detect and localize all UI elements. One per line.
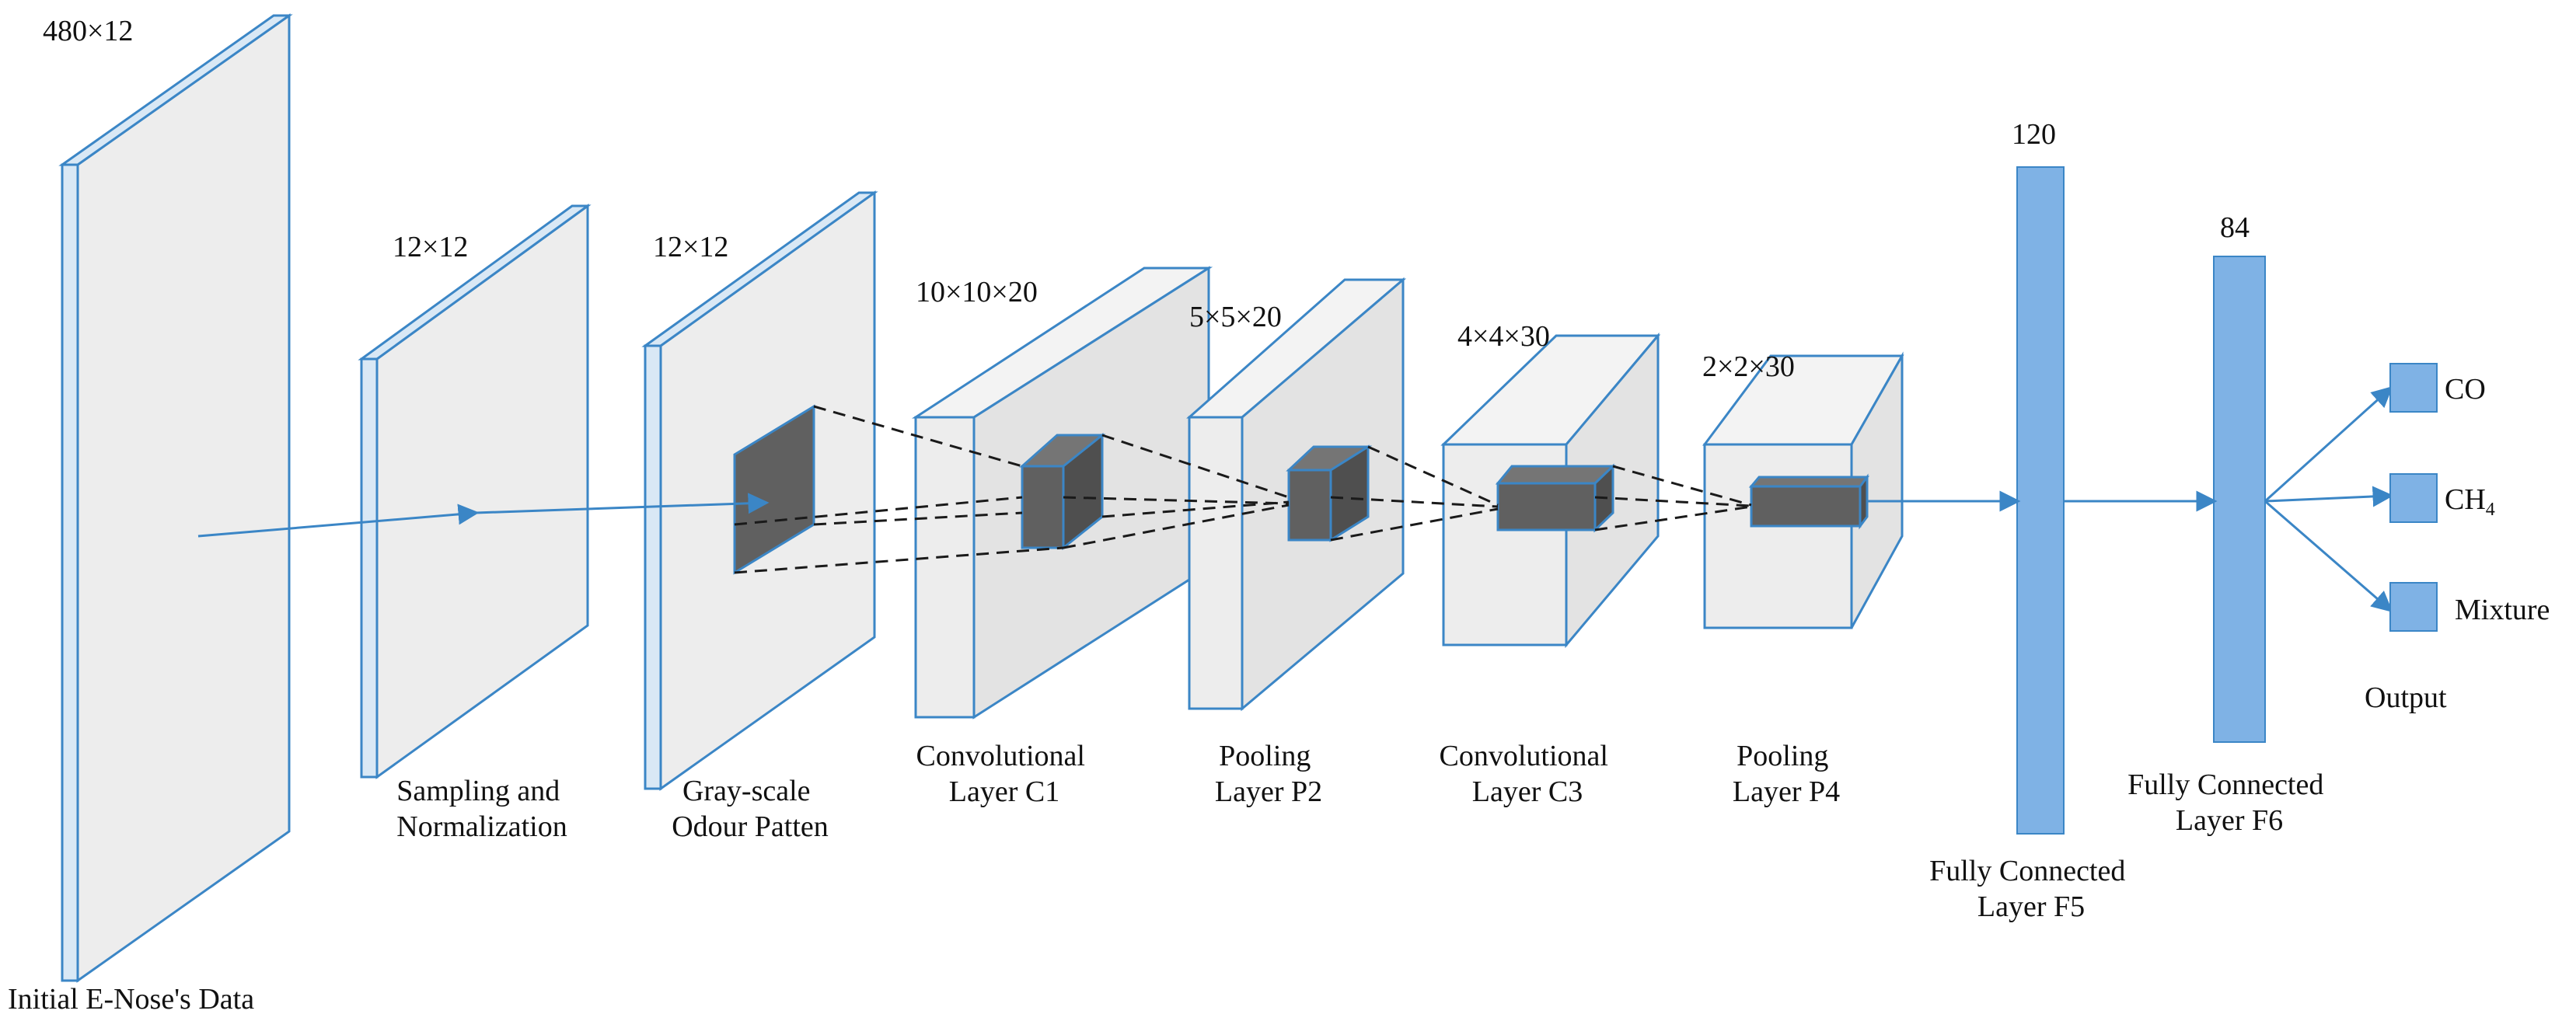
dims-p4: 2×2×30 [1702, 350, 1795, 383]
initial-data-slab [58, 13, 293, 983]
label-c1: Convolutional Layer C1 [916, 740, 1093, 808]
dims-c1: 10×10×20 [916, 276, 1038, 308]
dims-c3: 4×4×30 [1457, 320, 1550, 353]
label-p2: Pooling Layer P2 [1215, 740, 1322, 808]
label-initial: Initial E-Nose's Data [8, 983, 254, 1016]
label-f5: Fully Connected Layer F5 [1929, 855, 2133, 923]
output-title: Output [2365, 681, 2447, 714]
p2-volume [1186, 277, 1407, 712]
fc-f6-bar [2213, 256, 2266, 743]
p4-volume [1702, 351, 1904, 629]
dims-f5: 120 [2012, 118, 2056, 151]
output-box-ch4 [2389, 473, 2438, 523]
label-sampling: Sampling and Normalization [396, 775, 567, 843]
subscript-4: 4 [2486, 500, 2495, 520]
label-p4: Pooling Layer P4 [1733, 740, 1840, 808]
dims-grayscale: 12×12 [653, 231, 728, 263]
projection-lines [734, 405, 1752, 574]
dims-initial: 480×12 [43, 15, 133, 47]
dims-p2: 5×5×20 [1189, 301, 1282, 333]
output-box-co [2389, 363, 2438, 413]
fc-f5-bar [2016, 166, 2065, 835]
output-box-mixture [2389, 582, 2438, 632]
dims-sampling: 12×12 [393, 231, 468, 263]
input-flow-arrow [197, 493, 770, 538]
label-grayscale: Gray-scale Odour Patten [672, 775, 829, 843]
output-label-co: CO [2445, 373, 2486, 406]
sampling-slab [358, 204, 592, 779]
dims-f6: 84 [2220, 211, 2250, 244]
c1-volume [911, 266, 1213, 720]
output-label-mixture: Mixture [2455, 594, 2550, 626]
output-label-ch4: CH4 [2445, 483, 2495, 520]
output-arrows [2264, 385, 2394, 612]
grayscale-slab [641, 190, 878, 791]
c3-volume [1440, 332, 1661, 649]
label-f6: Fully Connected Layer F6 [2127, 768, 2331, 837]
label-c3: Convolutional Layer C3 [1440, 740, 1616, 808]
